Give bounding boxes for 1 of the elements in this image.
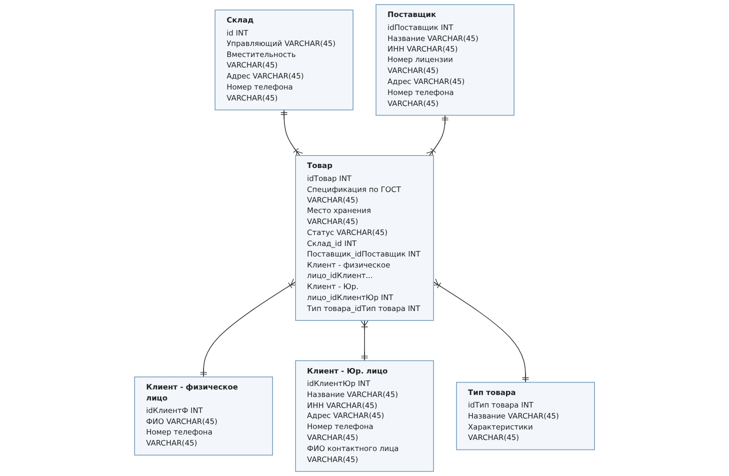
relationship-line <box>360 320 369 362</box>
